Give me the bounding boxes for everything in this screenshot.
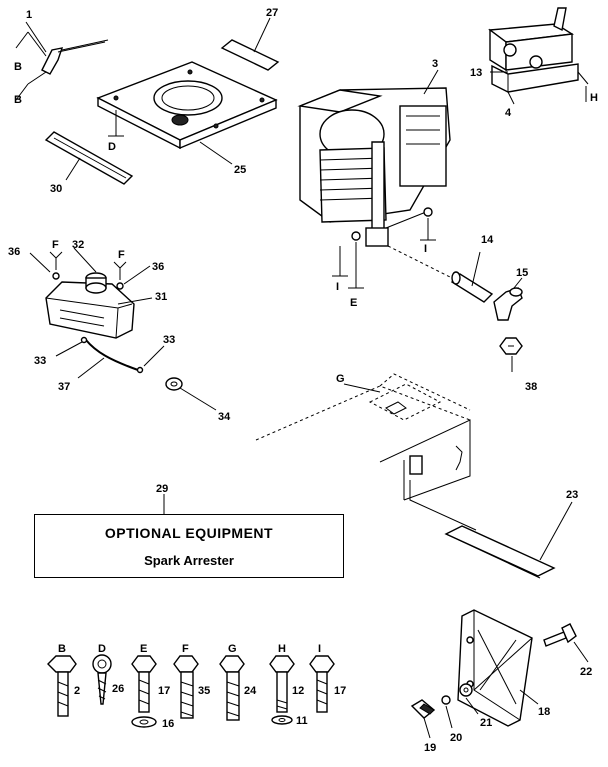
part-19-clip [410, 699, 436, 719]
part-23-skid-plate [409, 480, 556, 579]
part-25-mount-plate [96, 61, 278, 150]
part-37-fuel-line [85, 339, 139, 371]
callout-26: 26 [112, 683, 124, 695]
hardware-screw-d [92, 654, 112, 705]
optional-equipment-title: OPTIONAL EQUIPMENT [104, 525, 274, 541]
part-21-washer [459, 683, 473, 697]
part-20-nut [441, 695, 451, 705]
callout-12: 12 [292, 685, 304, 697]
hw-letter-d: D [98, 643, 106, 655]
callout-21: 21 [480, 717, 492, 729]
hw-letter-i: I [318, 643, 321, 655]
hw-letter-f: F [182, 643, 189, 655]
part-15-elbow [493, 287, 523, 321]
optional-equipment-box: OPTIONAL EQUIPMENT Spark Arrester [34, 514, 344, 578]
ref-letter-e: E [350, 297, 357, 309]
callout-23: 23 [566, 489, 578, 501]
callout-30: 30 [50, 183, 62, 195]
hw-letter-e: E [140, 643, 147, 655]
part-22-bolt [543, 623, 577, 647]
hardware-bolt-f [173, 655, 199, 719]
chassis-frame [255, 373, 471, 501]
callout-17: 17 [334, 685, 346, 697]
callout-37: 37 [58, 381, 70, 393]
callout-1: 1 [26, 9, 32, 21]
ref-letter-i: I [336, 281, 339, 293]
ref-letter-d: D [108, 141, 116, 153]
part-18-spark-arrester-plate [457, 609, 533, 727]
callout-17: 17 [158, 685, 170, 697]
part-4-muffler [491, 63, 589, 93]
callout-3: 3 [432, 58, 438, 70]
callout-4: 4 [505, 107, 512, 119]
callout-24: 24 [244, 685, 257, 697]
ref-letter-b: B [14, 94, 22, 106]
callout-2: 2 [74, 685, 80, 697]
part-31-fuel-tank [45, 281, 135, 339]
hw-letter-b: B [58, 643, 66, 655]
part-14-exhaust-pipe [450, 271, 494, 303]
callout-31: 31 [155, 291, 167, 303]
ref-letter-i: I [424, 243, 427, 255]
callout-35: 35 [198, 685, 210, 697]
hardware-bolt-h [269, 655, 295, 725]
part-34-fitting [165, 377, 183, 391]
part-3-engine [297, 87, 451, 247]
hw-letter-g: G [228, 643, 237, 655]
callout-20: 20 [450, 732, 462, 744]
callout-13: 13 [470, 67, 482, 79]
callout-11: 11 [296, 715, 308, 727]
callout-33: 33 [163, 334, 175, 346]
hardware-bolt-g [219, 655, 245, 721]
callout-22: 22 [580, 666, 592, 678]
part-27-strip [220, 39, 280, 71]
callout-19: 19 [424, 742, 436, 754]
ref-letter-f: F [52, 239, 59, 251]
callout-18: 18 [538, 706, 550, 718]
part-38-fitting [499, 337, 523, 355]
spark-arrester-label: Spark Arrester [144, 553, 234, 568]
ref-letter-g: G [336, 373, 345, 385]
hardware-bolt-b [47, 655, 77, 717]
callout-33: 33 [34, 355, 46, 367]
callout-36: 36 [152, 261, 164, 273]
part-13-muffler-guard [488, 7, 575, 72]
hw-letter-h: H [278, 643, 286, 655]
callout-15: 15 [516, 267, 528, 279]
ref-letter-h: H [590, 92, 598, 104]
callout-38: 38 [525, 381, 537, 393]
callout-25: 25 [234, 164, 246, 176]
callout-16: 16 [162, 718, 174, 730]
callout-14: 14 [481, 234, 494, 246]
callout-29: 29 [156, 483, 168, 495]
callout-32: 32 [72, 239, 84, 251]
hardware-bolt-i [309, 655, 335, 713]
callout-36: 36 [8, 246, 20, 258]
callout-34: 34 [218, 411, 231, 423]
part-30-strip [44, 131, 134, 185]
callout-27: 27 [266, 7, 278, 19]
ref-letter-b: B [14, 61, 22, 73]
hardware-bolt-e [131, 655, 157, 728]
part-32-fuel-cap [85, 272, 107, 294]
ref-letter-f: F [118, 249, 125, 261]
part-1-bracket [15, 21, 109, 101]
